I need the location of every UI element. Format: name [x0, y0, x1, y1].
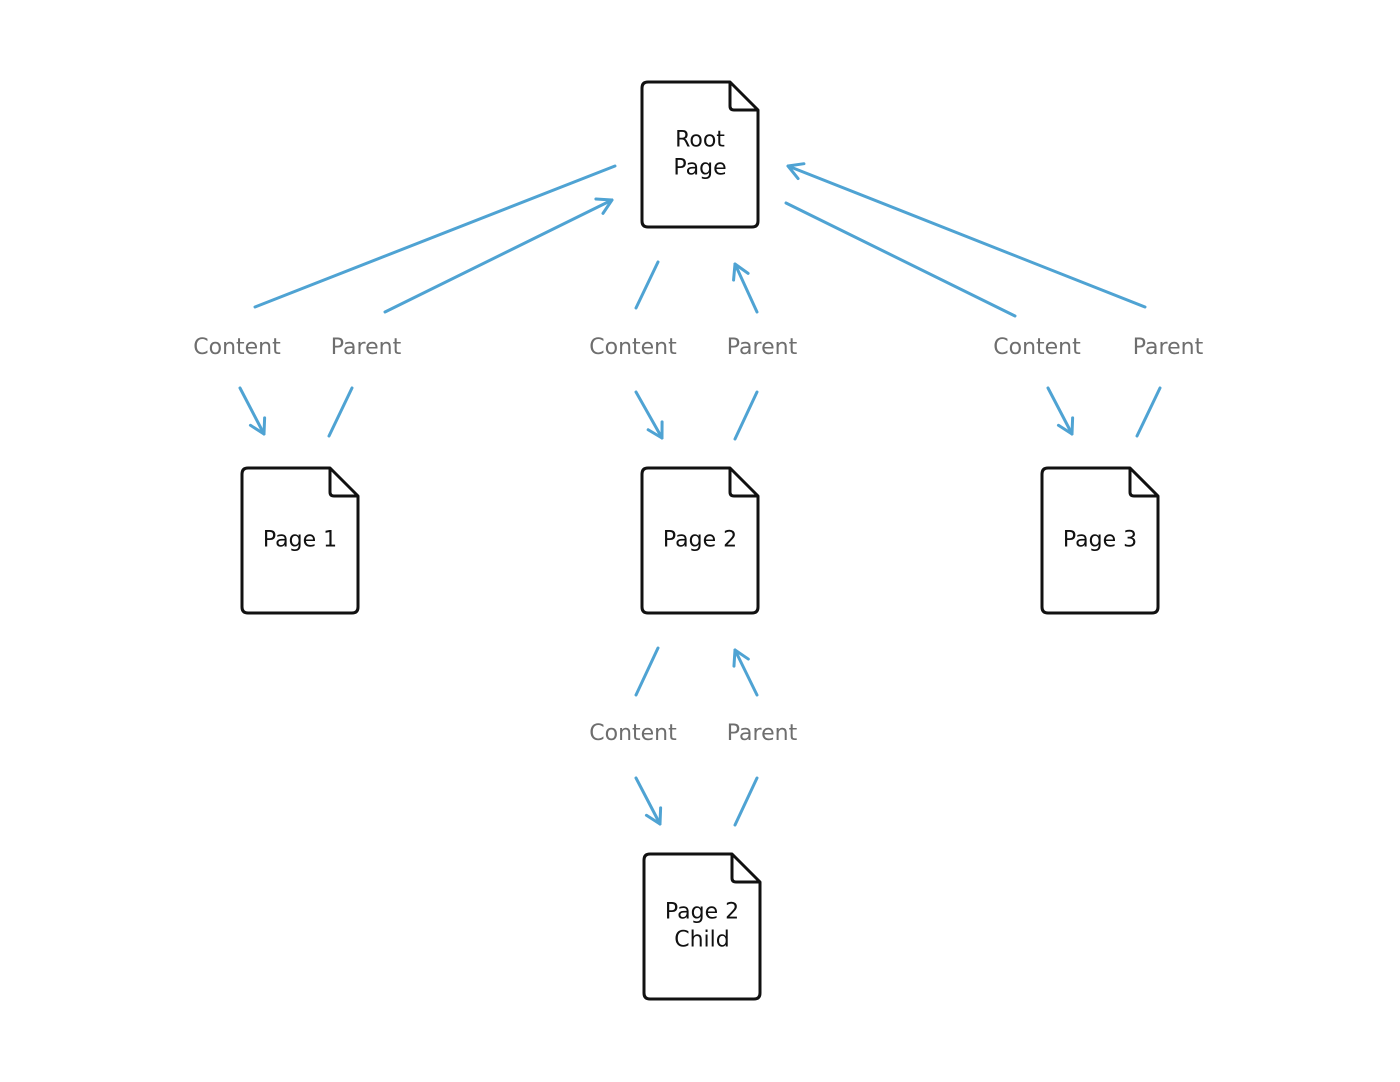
edge-root-page2-parent-arrow-start — [733, 390, 759, 441]
page-label-root-line-1: Page — [673, 156, 726, 181]
edge-root-page2-content-label: Content — [589, 335, 677, 360]
edge-page2-page2child-parent-arrow-head — [732, 648, 759, 697]
edge-root-page2-content-arrow-start — [634, 260, 660, 310]
edge-root-page2-parent-label: Parent — [727, 335, 798, 360]
document-page-icon — [240, 466, 360, 615]
edge-root-page2-parent-arrow-head — [732, 262, 759, 314]
edge-root-page3-content-arrow-head — [1046, 386, 1075, 436]
page-fold-corner — [730, 854, 760, 884]
edge-root-page2-content-arrow-head — [634, 390, 664, 440]
page-node-page3: Page 3 — [1040, 466, 1160, 615]
edge-page2-page2child-parent-label: Parent — [727, 721, 798, 746]
edge-root-page1-parent-label: Parent — [331, 335, 402, 360]
page-node-page2: Page 2 — [640, 466, 760, 615]
page-label-page2child-line-0: Page 2 — [665, 900, 739, 925]
document-page-icon — [642, 852, 762, 1001]
page-node-page1: Page 1 — [240, 466, 360, 615]
edge-root-page1-parent-arrow-start — [327, 386, 354, 438]
edge-root-page3-parent-label: Parent — [1133, 335, 1204, 360]
edge-root-page1-parent-arrow-head — [383, 197, 614, 314]
page-fold-corner — [728, 82, 758, 112]
page-fold-corner — [728, 468, 758, 498]
edges-layer — [238, 162, 1162, 827]
document-page-icon — [640, 80, 760, 229]
edge-page2-page2child-content-arrow-start — [634, 646, 660, 697]
page-fold-corner — [1128, 468, 1158, 498]
edge-page2-page2child-parent-arrow-start — [733, 776, 759, 827]
edge-root-page1-content-arrow-head — [238, 386, 267, 436]
edge-root-page3-content-label: Content — [993, 335, 1081, 360]
edge-root-page3-parent-arrow-start — [1135, 386, 1162, 438]
page-label-page1-line-0: Page 1 — [263, 528, 337, 553]
edge-root-page1-content-label: Content — [193, 335, 281, 360]
page-label-root-line-0: Root — [675, 128, 725, 153]
edge-page2-page2child-content-arrow-head — [634, 776, 663, 826]
page-fold-corner — [328, 468, 358, 498]
page-node-page2child: Page 2 Child — [642, 852, 762, 1001]
page-label-page2-line-0: Page 2 — [663, 528, 737, 553]
document-page-icon — [1040, 466, 1160, 615]
edge-root-page3-parent-arrow-head — [786, 162, 1147, 309]
edge-page2-page2child-content-label: Content — [589, 721, 677, 746]
edge-root-page1-content-arrow-start — [253, 164, 617, 309]
edge-root-page3-content-arrow-start — [784, 201, 1017, 318]
page-label-page3-line-0: Page 3 — [1063, 528, 1137, 553]
document-page-icon — [640, 466, 760, 615]
page-label-page2child-line-1: Child — [674, 928, 730, 953]
